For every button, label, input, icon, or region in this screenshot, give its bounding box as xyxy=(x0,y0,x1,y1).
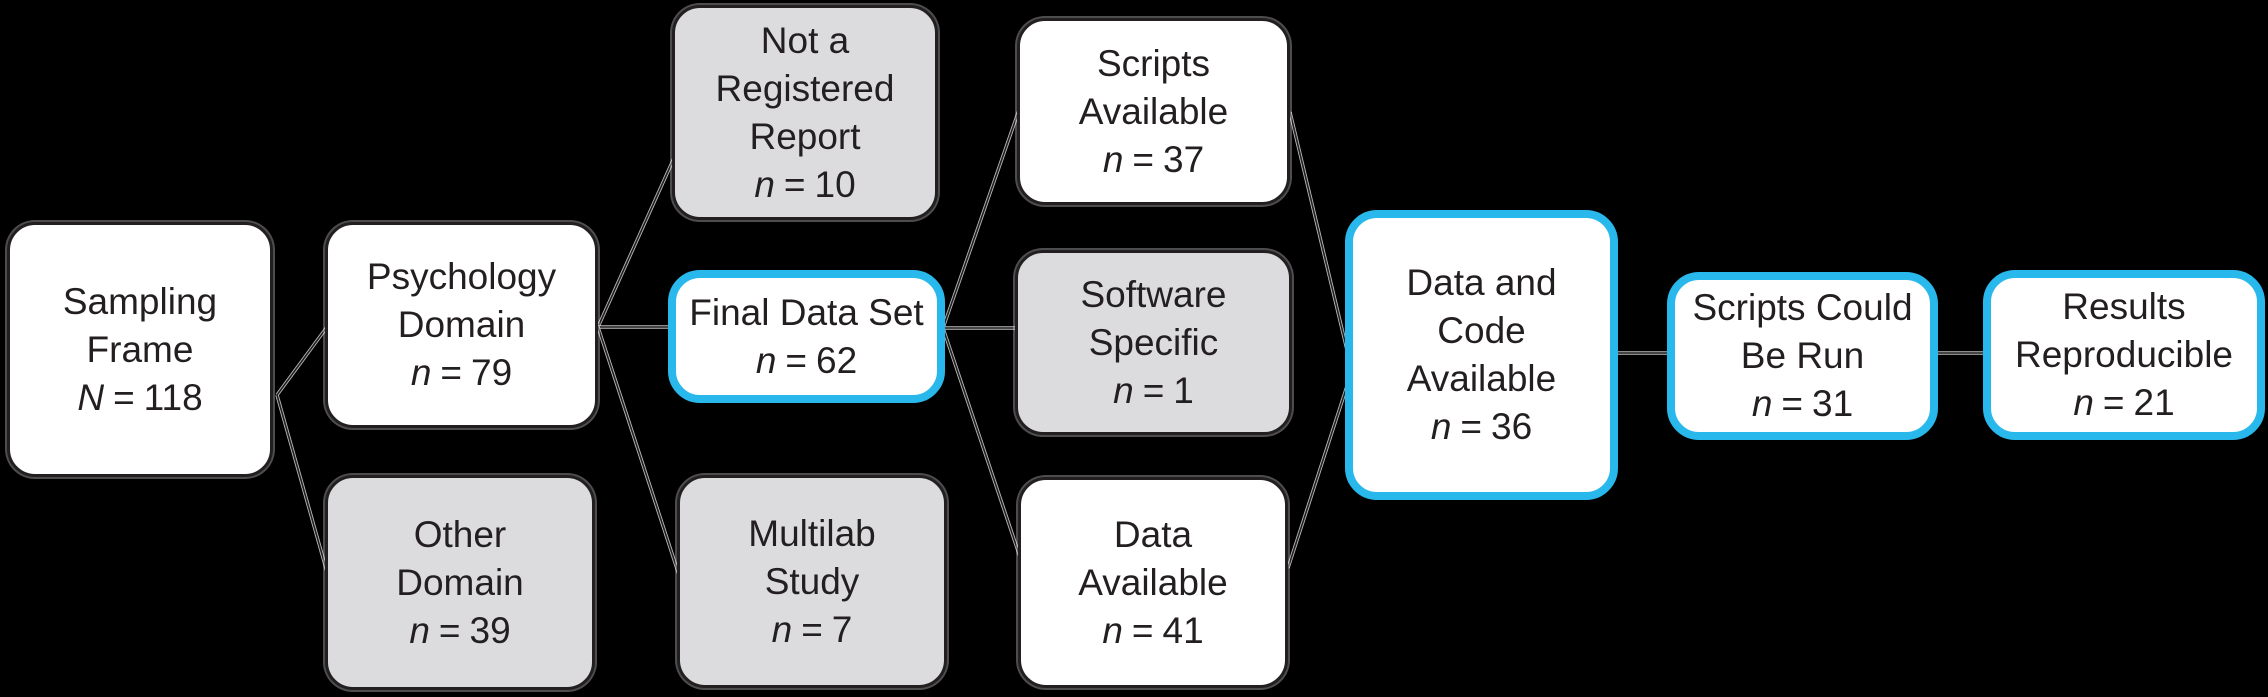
node-other-domain: Other Domain n=39 xyxy=(325,475,595,690)
node-label-line: Data xyxy=(1113,513,1193,555)
connector-scripts-available-to-data-and-code-available xyxy=(1288,111,1349,351)
node-label-line: Study xyxy=(764,560,860,602)
node-label-line: Scripts Could xyxy=(1692,287,1913,328)
node-software-specific: Software Specific n=1 xyxy=(1015,250,1292,435)
node-label-line: Domain xyxy=(397,304,526,345)
node-label-line: Specific xyxy=(1088,321,1219,363)
node-label-line: Results xyxy=(2062,286,2186,327)
node-psychology-domain: Psychology Domain n=79 xyxy=(325,222,598,428)
node-multilab-study: Multilab Study n=7 xyxy=(677,475,947,688)
node-label-line: Final Data Set xyxy=(689,291,924,333)
connector-sampling-frame-to-other-domain xyxy=(275,394,329,573)
node-label-line: Data and xyxy=(1406,262,1557,303)
node-label-line: Reproducible xyxy=(2014,334,2234,375)
node-count: n=41 xyxy=(1102,609,1204,651)
node-label-line: Other xyxy=(413,513,507,555)
node-label-line: Available xyxy=(1078,561,1228,603)
node-count: n=62 xyxy=(755,339,858,381)
node-label-line: Scripts xyxy=(1096,42,1211,84)
node-data-and-code-available: Data and Code Available n=36 xyxy=(1345,210,1618,500)
node-label-line: Not a xyxy=(760,19,850,61)
node-not-a-registered-report: Not a Registered Report n=10 xyxy=(672,5,938,220)
node-count: n=79 xyxy=(410,352,513,393)
node-label-line: Code xyxy=(1437,310,1526,351)
node-final-data-set: Final Data Set n=62 xyxy=(668,270,945,403)
connector-psychology-domain-to-not-a-registered-report xyxy=(596,157,676,328)
node-count: n=21 xyxy=(2073,382,2175,423)
node-label-line: Available xyxy=(1078,90,1229,132)
node-count: n=7 xyxy=(771,608,853,650)
node-count: n=39 xyxy=(409,609,511,651)
node-label-line: Multilab xyxy=(748,512,876,554)
node-label-line: Report xyxy=(749,115,861,157)
node-count: N=118 xyxy=(77,376,203,418)
node-count: n=10 xyxy=(754,163,856,205)
node-scripts-could-be-run: Scripts Could Be Run n=31 xyxy=(1667,272,1938,440)
node-label-line: Frame xyxy=(86,328,194,370)
node-sampling-frame: Sampling Frame N=118 xyxy=(7,222,273,477)
node-label-line: Sampling xyxy=(62,280,218,322)
connector-psychology-domain-to-multilab-study xyxy=(596,326,681,576)
node-count: n=1 xyxy=(1113,369,1194,411)
node-count: n=36 xyxy=(1430,406,1533,447)
node-label-line: Registered xyxy=(715,67,895,109)
connector-sampling-frame-to-psychology-domain xyxy=(275,325,329,397)
connector-data-available-to-data-and-code-available xyxy=(1286,385,1349,569)
node-label-line: Domain xyxy=(396,561,524,603)
node-label-line: Psychology xyxy=(366,256,557,297)
connector-final-data-set-to-data-available xyxy=(941,327,1022,558)
node-label-line: Available xyxy=(1406,358,1557,399)
connector-final-data-set-to-scripts-available xyxy=(941,109,1021,329)
node-count: n=31 xyxy=(1751,383,1854,424)
node-label-line: Software xyxy=(1080,273,1227,315)
node-label-line: Be Run xyxy=(1740,335,1865,376)
node-data-available: Data Available n=41 xyxy=(1018,477,1288,688)
node-count: n=37 xyxy=(1102,138,1205,180)
node-results-reproducible: Results Reproducible n=21 xyxy=(1983,270,2265,440)
node-scripts-available: Scripts Available n=37 xyxy=(1017,18,1290,205)
